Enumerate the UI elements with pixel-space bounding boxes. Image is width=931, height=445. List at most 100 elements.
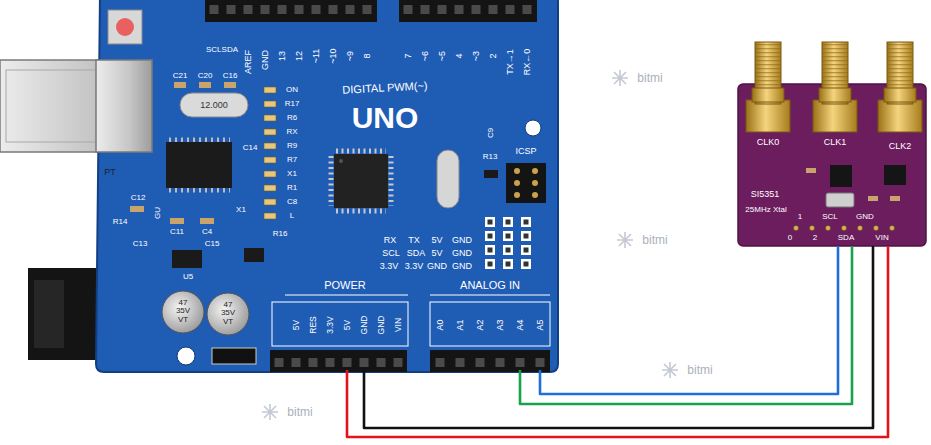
connector-label: CLK1 (824, 138, 847, 147)
pin-label: ~9 (346, 51, 355, 61)
voltage-regulator (172, 250, 202, 268)
chip-marking: SI5351 (751, 190, 780, 199)
power-jack (34, 280, 64, 348)
sma-connector (755, 42, 781, 88)
smd-component (224, 82, 236, 88)
usb-connector (96, 60, 152, 152)
component-label: X1 (287, 170, 297, 178)
reset-button (116, 18, 134, 36)
microcontroller-chip (389, 156, 394, 206)
microcontroller-chip (336, 149, 386, 154)
silkscreen-outline (430, 302, 550, 346)
pin-header (205, 0, 377, 22)
component-label: X1 (236, 206, 246, 214)
pin-label: 5V (343, 320, 352, 330)
icsp-header (506, 163, 546, 203)
smd-component (130, 206, 144, 212)
component-label: C14 (243, 144, 258, 152)
component-label: C11 (170, 228, 184, 236)
component-label: C8 (287, 198, 297, 206)
component-label: R17 (285, 100, 300, 108)
icsp-header (514, 168, 520, 174)
pin-label: A2 (476, 319, 485, 330)
section-label: ANALOG IN (460, 280, 520, 291)
electrolytic-capacitor (162, 291, 249, 335)
pin-label: 5V (431, 249, 442, 258)
pin-label: 4 (455, 53, 464, 58)
pin-label: 3.3V (405, 262, 424, 271)
pin-grid (481, 215, 535, 271)
si5351-pcb (738, 84, 926, 246)
pin-label: SDA (838, 234, 854, 242)
pin-label: A4 (516, 319, 525, 330)
pin-label: TX (408, 236, 420, 245)
pin-label: SCL (382, 249, 400, 258)
board-title: UNO (352, 103, 419, 133)
watermark: bitmi (642, 234, 667, 246)
pin-header (270, 350, 407, 372)
usb-connector (0, 60, 152, 152)
microcontroller-chip (329, 156, 334, 206)
component-label: C20 (198, 72, 213, 80)
watermark-icon (262, 70, 678, 420)
module-component (806, 168, 816, 173)
pin-label: GND (261, 50, 270, 70)
pin-label: A3 (496, 319, 505, 330)
module-component (806, 165, 906, 207)
arduino-uno-board: UNO (95, 0, 555, 370)
pin-label: 3.3V (380, 262, 399, 271)
connector-label: CLK0 (757, 138, 780, 147)
voltage-regulator (172, 250, 202, 268)
sma-connector (752, 88, 784, 102)
pin-label: 13 (278, 51, 287, 61)
watermark: bitmi (637, 72, 662, 84)
pin-header (399, 0, 537, 22)
module-pin-holes (809, 225, 814, 230)
watermark-icon (617, 232, 633, 248)
component-label: R13 (483, 153, 498, 161)
arduino-pcb (96, 0, 558, 372)
module-pin-holes (793, 225, 798, 230)
smd-component (484, 170, 498, 178)
electrolytic-capacitor (162, 291, 204, 333)
microcontroller-chip (339, 159, 343, 163)
sma-connector (822, 42, 848, 88)
pin-label: 12 (295, 51, 304, 61)
usb-chip (166, 142, 232, 188)
component-label: PT (104, 168, 116, 177)
pin-grid (481, 215, 535, 271)
silkscreen-outline (272, 295, 550, 346)
component-label: C15 (205, 240, 220, 248)
pin-label: GND (856, 213, 874, 221)
pin-label: GND (427, 262, 447, 271)
pin-header (399, 0, 537, 22)
smd-component (244, 248, 264, 262)
pin-header (205, 0, 550, 372)
usb-connector (96, 60, 152, 152)
pin-label: ~6 (421, 51, 430, 61)
jumper-wire (540, 246, 838, 394)
diode (212, 348, 256, 364)
smd-component (200, 218, 214, 224)
module-component (884, 165, 906, 185)
crystal-marking: 12.000 (200, 101, 228, 110)
led-column (262, 83, 278, 223)
pin-label: 7 (404, 53, 413, 58)
usb-chip (169, 188, 230, 193)
capacitor-marking: 47 35V VT (176, 299, 190, 324)
pin-label: VIN (394, 318, 403, 332)
power-jack (28, 268, 104, 360)
module-component (868, 196, 878, 201)
pin-label: RES (309, 316, 318, 333)
electrolytic-capacitor (207, 293, 249, 335)
reset-button (108, 10, 142, 44)
pin-label: RX (384, 236, 397, 245)
component-label: RX (286, 128, 297, 136)
connector-label: CLK2 (889, 142, 912, 151)
module-pin-holes (857, 225, 862, 230)
diode (212, 348, 256, 364)
component-label: GU (154, 207, 162, 219)
module-pin-holes (825, 225, 830, 230)
module-pin-holes (873, 225, 878, 230)
component-label: R6 (287, 114, 297, 122)
